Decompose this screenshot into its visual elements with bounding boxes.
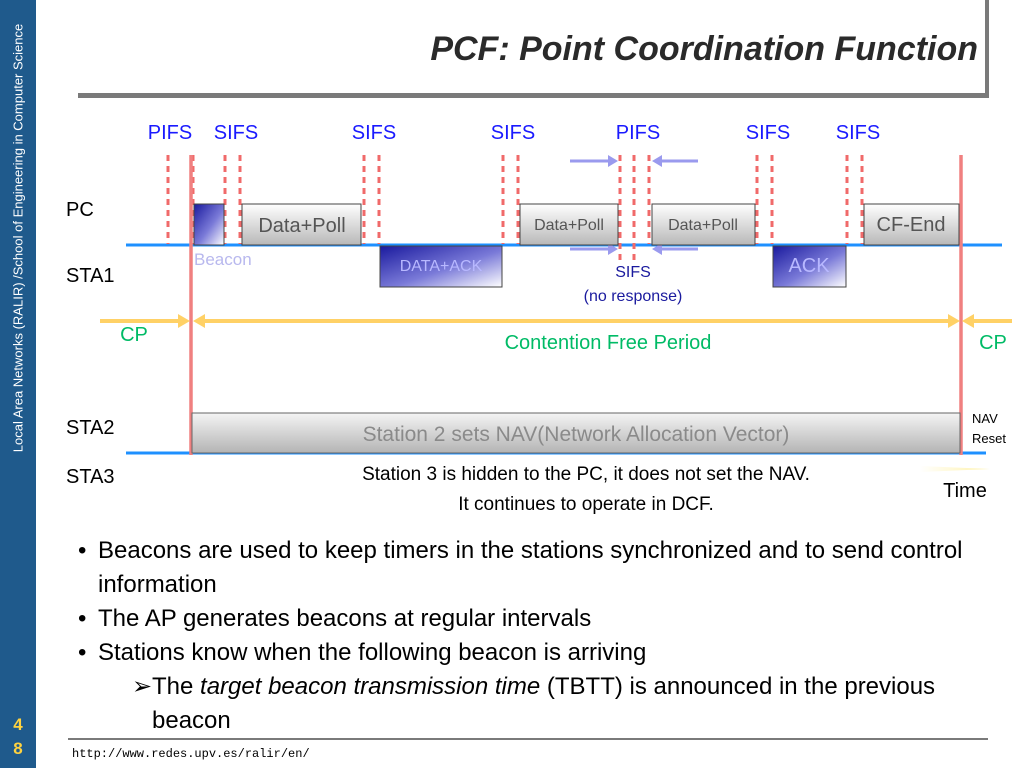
ifs-label-sifs-3: SIFS (491, 122, 535, 144)
nav-bar-label: Station 2 sets NAV(Network Allocation Ve… (363, 423, 790, 446)
sta3-note-line-1: Station 3 is hidden to the PC, it does n… (362, 464, 810, 485)
bullet-item: •The AP generates beacons at regular int… (78, 605, 592, 632)
title-underline (78, 93, 988, 98)
slide-title: PCF: Point Coordination Function (430, 30, 978, 68)
data-poll-frame-2-label: Data+Poll (534, 217, 604, 234)
nav-bar (191, 412, 961, 454)
data-ack-frame-label: DATA+ACK (400, 258, 483, 275)
time-arrow (920, 466, 990, 472)
data-poll-frame-1 (241, 203, 362, 246)
cp-right-label: CP (979, 332, 1007, 354)
row-label-pc: PC (66, 199, 94, 221)
bullet-list: •Beacons are used to keep timers in the … (78, 534, 978, 738)
ifs-label-sifs-2: SIFS (352, 122, 396, 144)
bullet-text: Stations know when the following beacon … (98, 639, 647, 666)
sta3-note-line-2: It continues to operate in DCF. (458, 494, 714, 515)
ifs-markers (166, 155, 864, 262)
cfp-label: Contention Free Period (505, 332, 712, 354)
sub-bullet-text-post: (TBTT) is announced in the previous beac… (152, 673, 936, 734)
pcf-timing-diagram: PIFS SIFS SIFS SIFS PIFS SIFS SIFS PC ST… (66, 122, 1012, 515)
bullet-text: The AP generates beacons at regular inte… (98, 605, 592, 632)
ack-frame-label: ACK (788, 255, 830, 277)
cf-end-frame (863, 203, 960, 246)
data-poll-frame-2 (519, 203, 619, 246)
data-poll-frame-1-label: Data+Poll (258, 215, 345, 237)
ifs-label-sifs-5: SIFS (836, 122, 880, 144)
sub-bullet-text-italic: target beacon transmission time (200, 673, 541, 700)
arrow-bullet-icon: ➢ (132, 673, 153, 700)
footer-url: http://www.redes.upv.es/ralir/en/ (72, 747, 310, 761)
ifs-label-pifs-1: PIFS (148, 122, 192, 144)
bullet-text: Beacons are used to keep timers in the s… (98, 537, 963, 598)
sidebar: Local Area Networks (RALIR) /School of E… (0, 0, 36, 768)
cf-end-frame-label: CF-End (877, 214, 946, 236)
data-poll-frame-3 (651, 203, 756, 246)
period-arrows (100, 314, 1012, 328)
title-side-rule (985, 0, 989, 98)
row-label-sta2: STA2 (66, 417, 115, 439)
sidebar-course-title: Local Area Networks (RALIR) /School of E… (10, 23, 26, 453)
ifs-label-sifs-1: SIFS (214, 122, 258, 144)
ifs-label-pifs-2: PIFS (616, 122, 660, 144)
page-number-digit-2: 8 (13, 739, 23, 758)
bullet-item: •Stations know when the following beacon… (78, 639, 647, 666)
footer-rule (68, 738, 988, 740)
sub-bullet-text-pre: The (152, 673, 201, 700)
beacon-frame (193, 203, 225, 246)
time-label: Time (943, 480, 987, 502)
row-label-sta3: STA3 (66, 466, 115, 488)
data-poll-frame-3-label: Data+Poll (668, 217, 738, 234)
ack-frame (772, 245, 847, 288)
cp-left-label: CP (120, 324, 148, 346)
data-ack-frame (379, 245, 503, 288)
nav-reset-label-2: Reset (972, 431, 1006, 446)
no-response-sifs-label: SIFS (615, 264, 651, 281)
bullet-item: •Beacons are used to keep timers in the … (78, 537, 963, 598)
page-number-digit-1: 4 (13, 715, 23, 734)
nav-reset-label-1: NAV (972, 411, 998, 426)
beacon-label: Beacon (194, 250, 252, 269)
no-response-label: (no response) (584, 288, 683, 305)
pifs-interval-arrows (570, 155, 698, 255)
row-label-sta1: STA1 (66, 265, 115, 287)
ifs-label-sifs-4: SIFS (746, 122, 790, 144)
sub-bullet-item: ➢The target beacon transmission time (TB… (78, 670, 978, 738)
